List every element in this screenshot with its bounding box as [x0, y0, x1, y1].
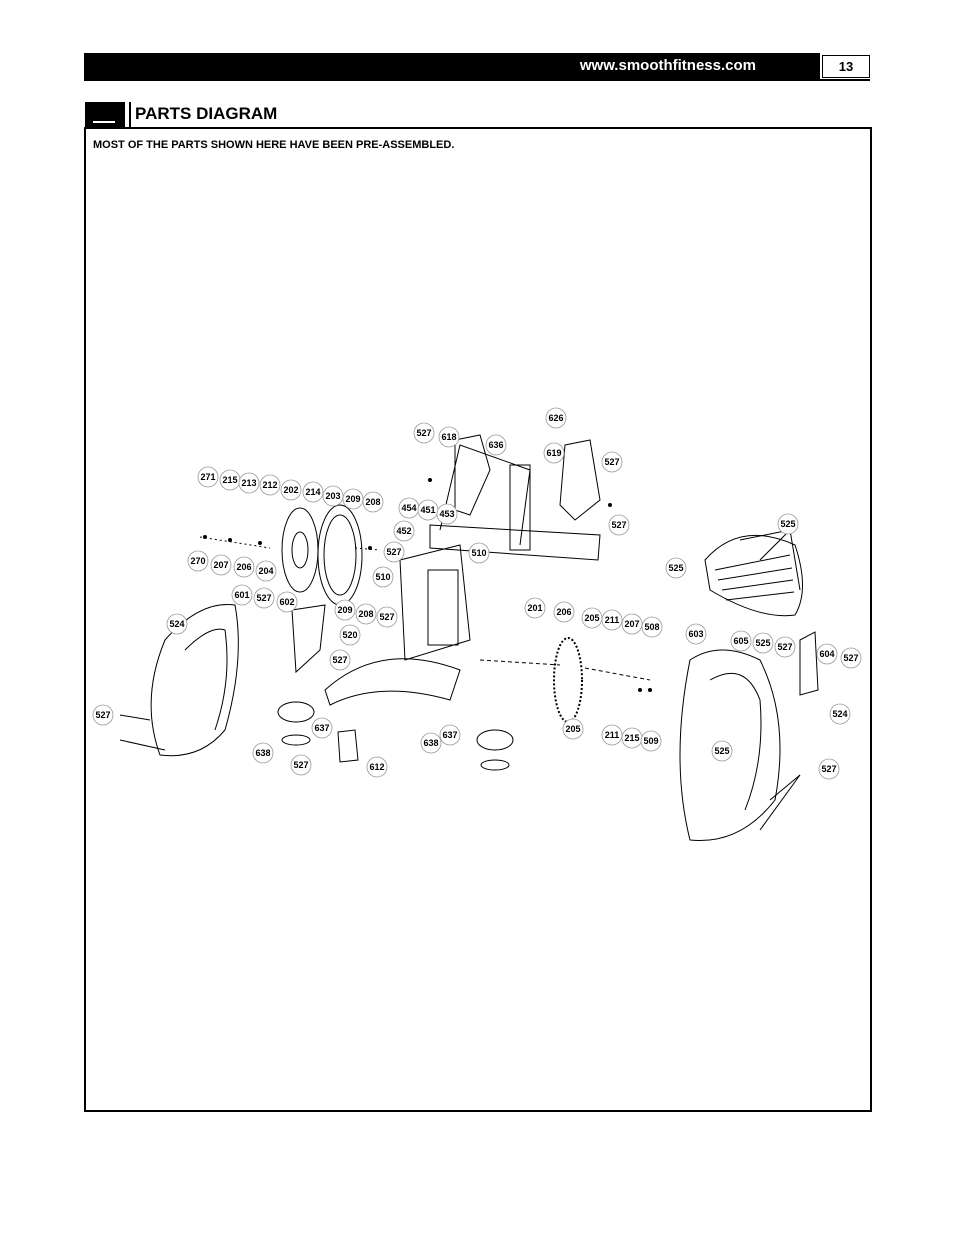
part-label: 201 [527, 603, 542, 613]
part-label: 524 [832, 709, 847, 719]
website-url[interactable]: www.smoothfitness.com [579, 57, 756, 74]
parts-diagram: 626 527 618 636 619 527 527 271 215 213 … [92, 407, 862, 841]
part-label: 626 [548, 413, 563, 423]
page-number: 13 [822, 55, 870, 78]
part-label: 619 [546, 448, 561, 458]
part-label: 527 [604, 457, 619, 467]
section-title: PARTS DIAGRAM [135, 104, 278, 123]
part-label: 205 [584, 613, 599, 623]
content-frame [84, 127, 872, 1112]
part-label: 638 [255, 748, 270, 758]
part-label: 510 [471, 548, 486, 558]
part-label: 605 [733, 636, 748, 646]
part-label: 618 [441, 432, 456, 442]
part-label: 637 [442, 730, 457, 740]
part-label: 527 [843, 653, 858, 663]
part-label: 524 [169, 619, 184, 629]
part-label: 527 [386, 547, 401, 557]
part-label: 510 [375, 572, 390, 582]
part-label: 451 [420, 505, 435, 515]
part-label: 206 [236, 562, 251, 572]
part-label: 636 [488, 440, 503, 450]
part-label: 638 [423, 738, 438, 748]
part-label: 509 [643, 736, 658, 746]
part-label: 527 [416, 428, 431, 438]
section-tab [85, 102, 125, 127]
part-label: 212 [262, 480, 277, 490]
part-label: 527 [821, 764, 836, 774]
part-label: 612 [369, 762, 384, 772]
part-label: 214 [305, 487, 320, 497]
part-label: 525 [714, 746, 729, 756]
part-label: 452 [396, 526, 411, 536]
part-label: 637 [314, 723, 329, 733]
part-label: 270 [190, 556, 205, 566]
part-label: 205 [565, 724, 580, 734]
part-number-labels: 626 527 618 636 619 527 527 271 215 213 … [95, 413, 858, 774]
header-rule [84, 79, 870, 81]
part-label: 508 [644, 622, 659, 632]
part-label: 207 [624, 619, 639, 629]
part-label: 215 [222, 475, 237, 485]
part-label: 527 [256, 593, 271, 603]
part-label: 453 [439, 509, 454, 519]
part-label: 211 [605, 615, 620, 625]
part-label: 601 [234, 590, 249, 600]
part-label: 527 [293, 760, 308, 770]
part-label: 215 [624, 733, 639, 743]
part-label: 204 [258, 566, 273, 576]
part-label: 525 [668, 563, 683, 573]
part-label: 209 [345, 494, 360, 504]
part-label: 209 [337, 605, 352, 615]
part-label: 527 [95, 710, 110, 720]
header-black-band: www.smoothfitness.com [84, 53, 820, 79]
part-label: 602 [279, 597, 294, 607]
part-label: 208 [365, 497, 380, 507]
part-label: 520 [342, 630, 357, 640]
part-label: 603 [688, 629, 703, 639]
part-label: 213 [241, 478, 256, 488]
section-divider [129, 102, 131, 127]
part-label: 527 [611, 520, 626, 530]
part-label: 211 [605, 730, 620, 740]
part-label: 527 [332, 655, 347, 665]
part-label: 525 [780, 519, 795, 529]
part-label: 207 [213, 560, 228, 570]
part-label: 202 [283, 485, 298, 495]
part-label: 203 [325, 491, 340, 501]
assembly-note: MOST OF THE PARTS SHOWN HERE HAVE BEEN P… [93, 139, 455, 151]
part-label: 271 [200, 472, 215, 482]
part-label: 604 [819, 649, 834, 659]
part-label: 527 [777, 642, 792, 652]
part-label: 208 [358, 609, 373, 619]
header-bar: www.smoothfitness.com 13 [84, 53, 870, 79]
part-label: 525 [755, 638, 770, 648]
part-label: 527 [379, 612, 394, 622]
part-label: 206 [556, 607, 571, 617]
part-label: 454 [401, 503, 416, 513]
